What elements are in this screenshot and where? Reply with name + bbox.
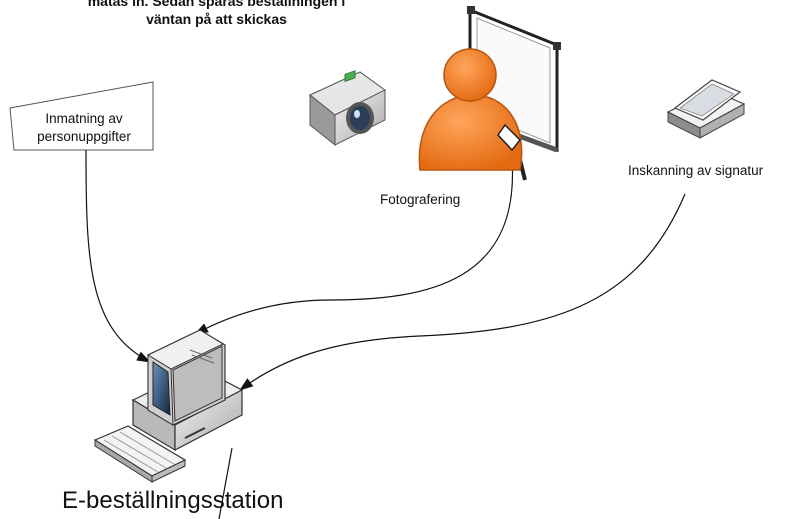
scan-label: Inskanning av signatur (628, 163, 764, 178)
connector-scan (239, 193, 686, 391)
intro-line-2: väntan på att skickas (146, 11, 287, 27)
intro-text: matas in. Sedan sparas beställningen i v… (0, 0, 793, 28)
connector-photo (194, 159, 514, 335)
connector-station-label (218, 447, 233, 519)
data-entry-line-1: Inmatning av (45, 111, 123, 126)
computer-icon (131, 329, 244, 452)
photo-label: Fotografering (380, 192, 461, 207)
data-entry-line-2: personuppgifter (37, 129, 131, 144)
person-icon (418, 48, 523, 171)
data-entry-label: Inmatning av personuppgifter (14, 110, 154, 146)
data-entry-box (9, 81, 154, 151)
keyboard-icon (93, 425, 187, 483)
station-label: E-beställningsstation (62, 487, 284, 514)
camera-icon (309, 70, 386, 147)
intro-line-1: matas in. Sedan sparas beställningen i (87, 0, 346, 9)
scanner-icon (666, 79, 746, 139)
connector-data-entry (85, 149, 151, 363)
